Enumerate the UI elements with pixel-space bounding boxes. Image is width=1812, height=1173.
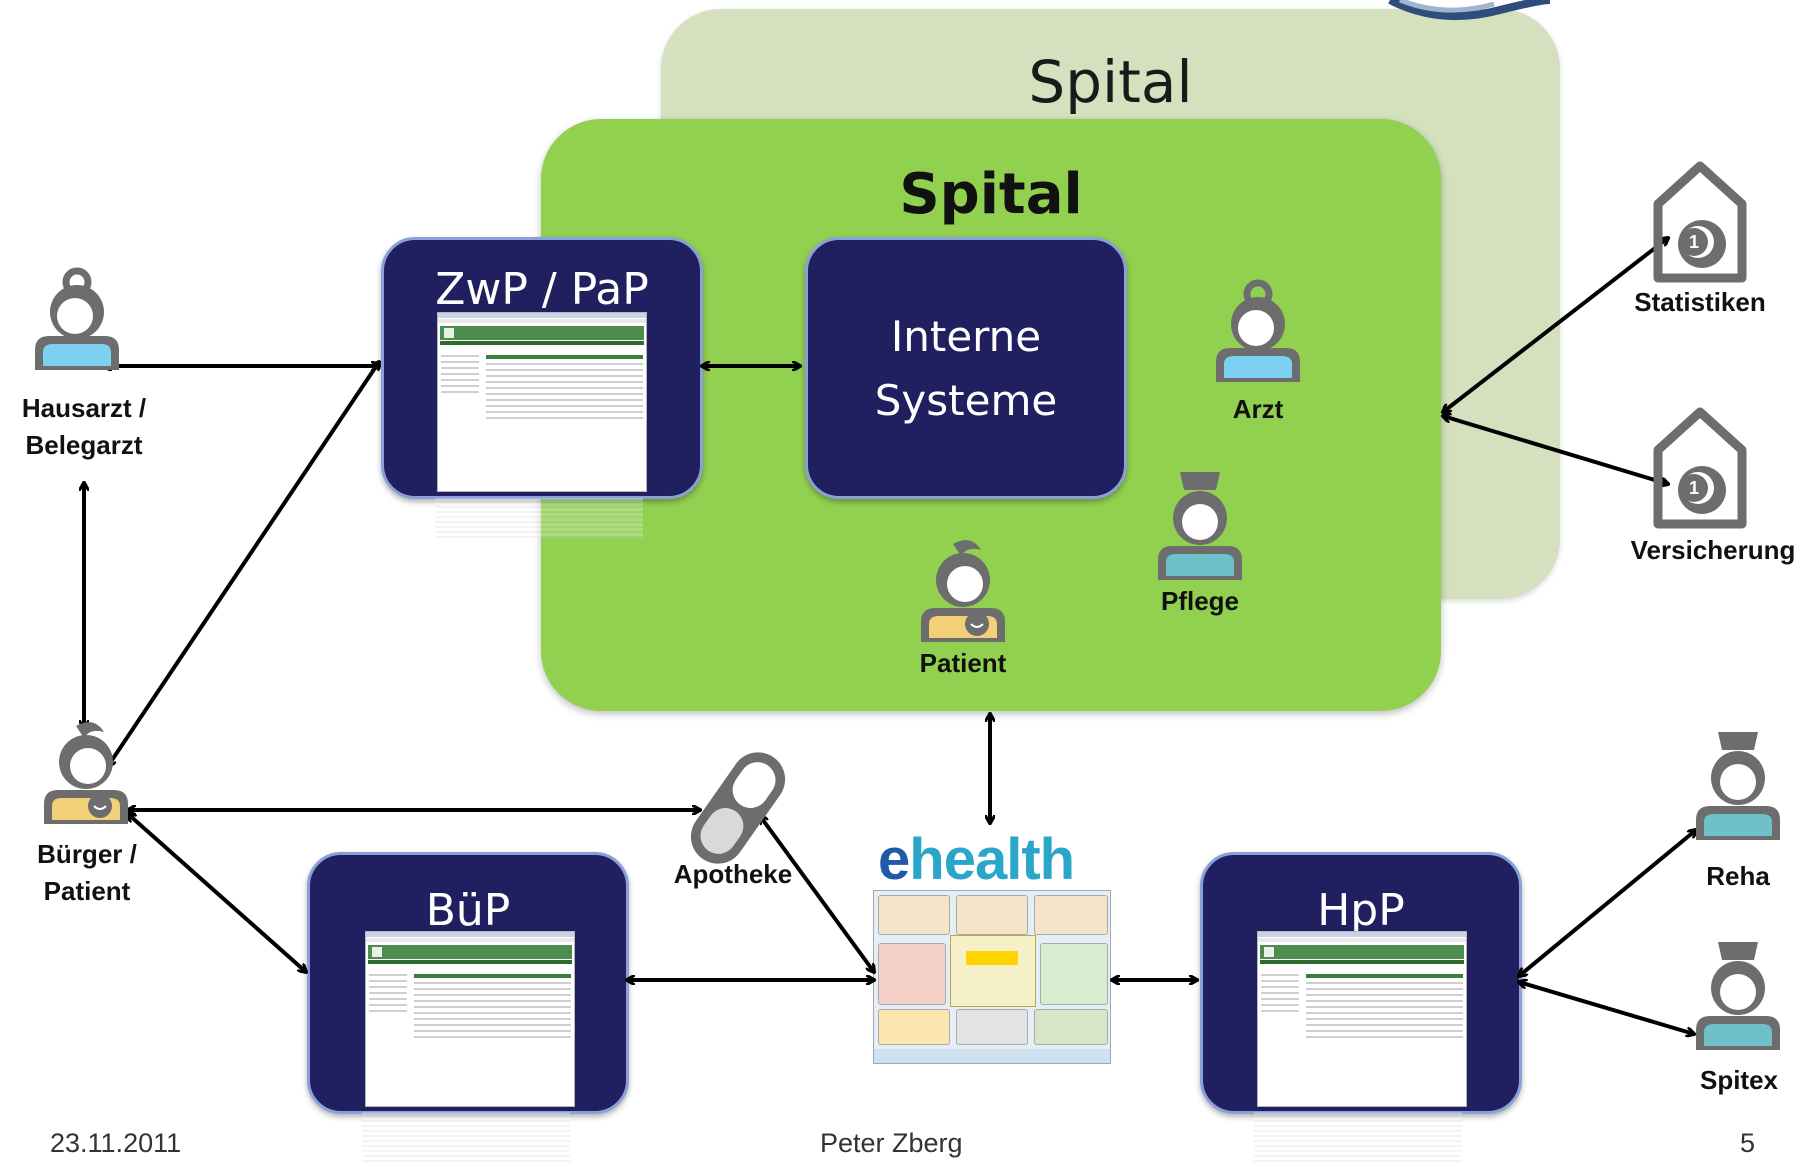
versicherung-building-icon xyxy=(1658,412,1742,524)
patient-label: Patient xyxy=(919,648,1007,678)
logo-fragment xyxy=(1388,0,1551,21)
reha-person-icon xyxy=(1696,732,1780,840)
hpp-reflection xyxy=(1254,1112,1462,1162)
zwp-reflection xyxy=(435,498,643,538)
statistiken-label: Statistiken xyxy=(1634,287,1766,317)
pflege-label: Pflege xyxy=(1160,586,1240,616)
buerger-person-icon xyxy=(43,721,129,825)
spital-back-title: Spital xyxy=(1028,48,1193,116)
arrow-spital-versicherung xyxy=(1443,416,1668,484)
spital-front-title: Spital xyxy=(899,162,1083,227)
zwp-screenshot-thumbnail xyxy=(437,312,647,492)
buep-title: BüP xyxy=(425,885,511,936)
arrow-hpp-reha xyxy=(1519,830,1696,976)
footer-page-number: 5 xyxy=(1740,1128,1756,1158)
hausarzt-person-icon xyxy=(35,271,119,370)
zwp-pap-box[interactable]: ZwP / PaP xyxy=(381,237,703,499)
hpp-title: HpP xyxy=(1317,885,1405,936)
reha-label: Reha xyxy=(1706,861,1770,891)
buerger-label: Bürger / Patient xyxy=(22,836,152,910)
apotheke-label: Apotheke xyxy=(673,859,793,889)
interne-line2: Systeme xyxy=(874,376,1058,425)
hpp-box[interactable]: HpP xyxy=(1200,852,1522,1114)
buep-reflection xyxy=(362,1112,570,1162)
ehealth-architecture-diagram xyxy=(873,890,1111,1064)
hausarzt-label-line2: Belegarzt xyxy=(25,430,143,460)
ehealth-logo-rest: health xyxy=(909,827,1075,892)
arzt-person-icon xyxy=(1216,283,1300,382)
ehealth-logo: ehealth xyxy=(878,826,1075,893)
spitex-label: Spitex xyxy=(1699,1065,1779,1095)
arrow-apotheke-ehealth xyxy=(760,816,874,972)
buerger-label-line2: Patient xyxy=(43,876,131,906)
hpp-screenshot-thumbnail xyxy=(1257,931,1467,1107)
hausarzt-label-line1: Hausarzt / xyxy=(21,393,147,423)
arrow-buerger-zwp xyxy=(108,362,379,766)
apotheke-pill-icon xyxy=(690,752,786,864)
statistiken-building-icon xyxy=(1658,166,1742,278)
buerger-label-line1: Bürger / xyxy=(37,839,137,869)
spitex-person-icon xyxy=(1696,942,1780,1050)
interne-line1: Interne xyxy=(890,312,1042,361)
arrow-buerger-buep xyxy=(128,814,306,972)
versicherung-label: Versicherung xyxy=(1630,535,1796,565)
footer-date: 23.11.2011 xyxy=(50,1128,182,1158)
hausarzt-label: Hausarzt / Belegarzt xyxy=(0,390,168,464)
arrow-hpp-spitex xyxy=(1519,982,1694,1034)
buep-box[interactable]: BüP xyxy=(307,852,629,1114)
ehealth-logo-e: e xyxy=(878,827,910,892)
arzt-label: Arzt xyxy=(1232,394,1284,424)
footer-author: Peter Zberg xyxy=(820,1128,963,1158)
pflege-person-icon xyxy=(1158,472,1242,580)
patient-person-icon xyxy=(920,539,1006,643)
arrow-spital-statistiken xyxy=(1443,238,1668,412)
interne-systeme-box[interactable]: Interne Systeme xyxy=(805,237,1127,499)
zwp-pap-title: ZwP / PaP xyxy=(435,264,649,315)
buep-screenshot-thumbnail xyxy=(365,931,575,1107)
